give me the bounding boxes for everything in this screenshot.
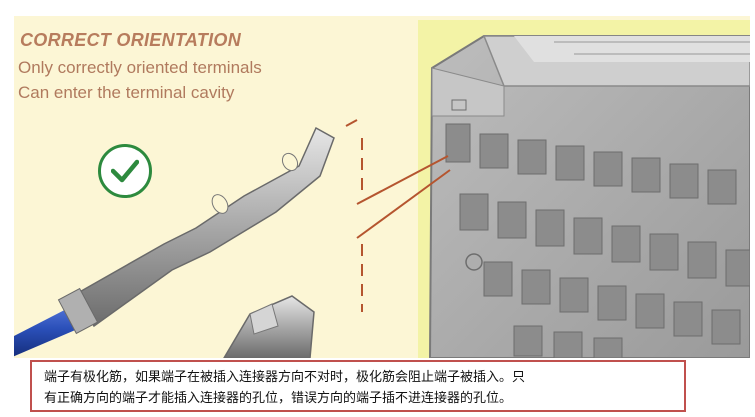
- caption-box: 端子有极化筋，如果端子在被插入连接器方向不对时，极化筋会阻止端子被插入。只 有正…: [30, 360, 686, 412]
- connector-housing: [428, 35, 750, 358]
- checkmark-circle-icon: [98, 144, 152, 198]
- illustration-panel: CORRECT ORIENTATION Only correctly orien…: [14, 16, 750, 358]
- subtitle-line-2: Can enter the terminal cavity: [18, 83, 235, 102]
- caption-line-2: 有正确方向的端子才能插入连接器的孔位，错误方向的端子插不进连接器的孔位。: [44, 391, 513, 406]
- terminal-lower: [223, 295, 315, 358]
- leader-lines: [345, 119, 451, 312]
- terminal-connector-illustration: [14, 20, 750, 358]
- caption-line-1: 端子有极化筋，如果端子在被插入连接器方向不对时，极化筋会阻止端子被插入。只: [44, 370, 526, 385]
- heading: CORRECT ORIENTATION: [20, 30, 242, 50]
- subtitle-line-1: Only correctly oriented terminals: [18, 58, 262, 77]
- terminal-correct: [57, 126, 335, 335]
